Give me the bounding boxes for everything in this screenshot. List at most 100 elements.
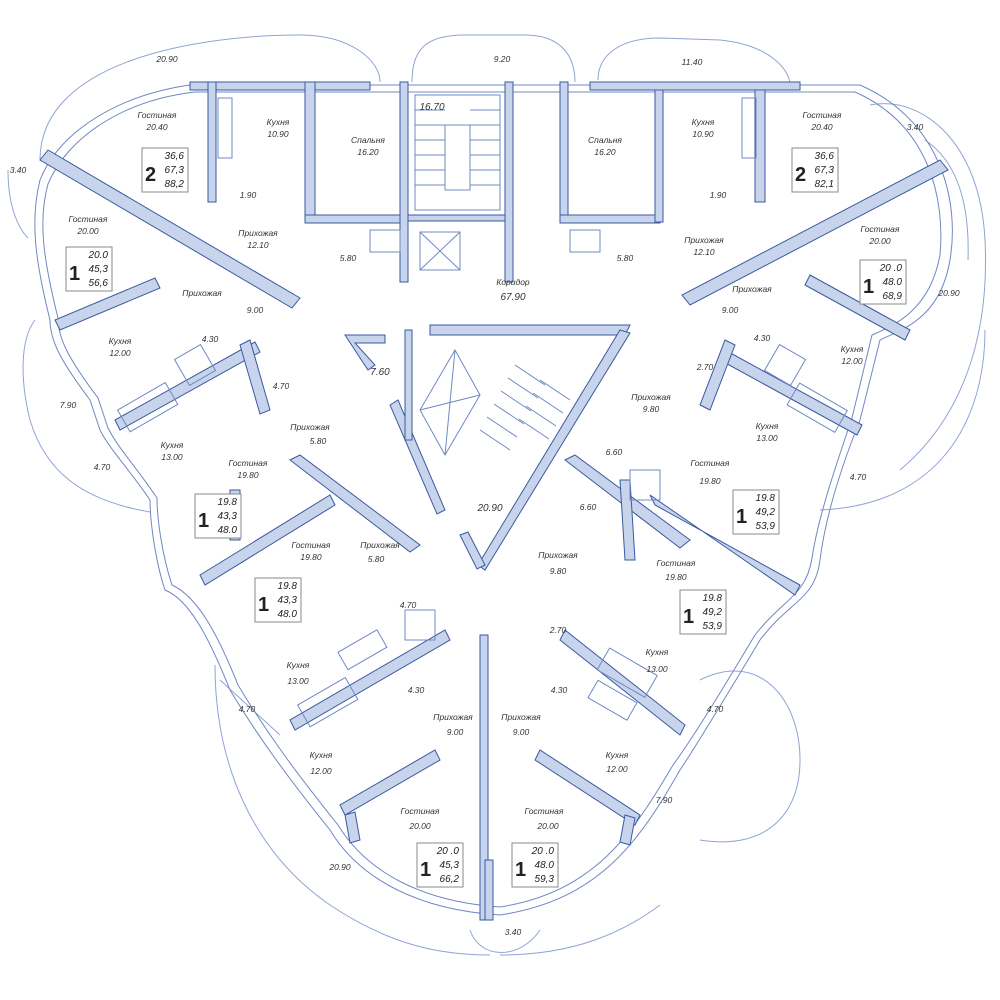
apartment-total-area: 68,9	[883, 291, 903, 302]
apartment-tag-frame	[732, 489, 780, 535]
room-label: Гостиная 19.80	[657, 558, 696, 582]
apartment-usable-area: 43,3	[218, 511, 238, 522]
svg-text:Гостиная: Гостиная	[803, 110, 842, 120]
svg-text:12.10: 12.10	[693, 247, 715, 257]
apartment-living-area: 19.8	[278, 581, 298, 592]
svg-text:12.00: 12.00	[606, 764, 628, 774]
balcony-area: 20.90	[937, 288, 960, 298]
svg-text:Прихожая: Прихожая	[290, 422, 330, 432]
apartment-total-area: 82,1	[815, 179, 834, 190]
svg-text:Гостиная: Гостиная	[657, 558, 696, 568]
svg-text:Прихожая: Прихожая	[684, 235, 724, 245]
walls	[39, 81, 949, 921]
svg-text:Кухня: Кухня	[606, 750, 629, 760]
bath-area: 4.30	[551, 685, 568, 695]
svg-text:20.00: 20.00	[868, 236, 891, 246]
apartment-tag-frame	[416, 842, 464, 888]
apartment-tag: 120 .048.059,3	[511, 842, 559, 888]
bath-area: 1.90	[710, 190, 727, 200]
svg-text:5.80: 5.80	[368, 554, 385, 564]
svg-text:19.80: 19.80	[699, 476, 721, 486]
svg-text:Кухня: Кухня	[310, 750, 333, 760]
svg-text:9.00: 9.00	[247, 305, 264, 315]
svg-text:12.00: 12.00	[310, 766, 332, 776]
svg-text:13.00: 13.00	[287, 676, 309, 686]
apartment-total-area: 53,9	[703, 621, 723, 632]
svg-text:19.80: 19.80	[237, 470, 259, 480]
svg-text:13.00: 13.00	[646, 664, 668, 674]
apartment-room-count: 1	[198, 510, 209, 532]
bath-area: 4.70	[273, 381, 290, 391]
svg-text:9.00: 9.00	[722, 305, 739, 315]
bath-area: 2.70	[696, 362, 714, 372]
svg-text:16.20: 16.20	[594, 147, 616, 157]
room-label: Прихожая 9.00	[182, 288, 263, 315]
bath-area: 4.70	[400, 600, 417, 610]
apartment-tag-frame	[511, 842, 559, 888]
svg-text:13.00: 13.00	[161, 452, 183, 462]
apartment-total-area: 48.0	[218, 525, 238, 536]
apartment-living-area: 19.8	[703, 593, 723, 604]
apartment-total-area: 56,6	[89, 278, 109, 289]
svg-text:9.80: 9.80	[550, 566, 567, 576]
apartment-usable-area: 48.0	[883, 277, 903, 288]
svg-text:Кухня: Кухня	[841, 344, 864, 354]
apartment-tag-frame	[194, 493, 242, 539]
apartment-living-area: 20 .0	[436, 846, 460, 857]
balcony-area: 4.70	[850, 472, 867, 482]
apartment-total-area: 66,2	[440, 874, 460, 885]
balcony-area: 3.40	[505, 927, 522, 937]
balcony-area: 3.40	[907, 122, 924, 132]
balcony-area: 4.70	[239, 704, 256, 714]
svg-text:Прихожая: Прихожая	[501, 712, 541, 722]
bath-area: 6.60	[580, 502, 597, 512]
room-label: Кухня 12.00	[606, 750, 629, 774]
apartment-usable-area: 43,3	[278, 595, 298, 606]
svg-text:12.00: 12.00	[841, 356, 863, 366]
core-stairs	[414, 94, 571, 457]
apartment-tag: 119.843,348.0	[254, 577, 302, 623]
balcony-area: 11.40	[682, 57, 703, 67]
balcony-area: 20.90	[155, 54, 178, 64]
svg-text:Спальня: Спальня	[351, 135, 385, 145]
apartment-total-area: 53,9	[756, 521, 776, 532]
svg-text:Кухня: Кухня	[692, 117, 715, 127]
fixtures	[116, 97, 848, 728]
svg-text:Прихожая: Прихожая	[732, 284, 772, 294]
svg-text:Прихожая: Прихожая	[182, 288, 222, 298]
apartment-tag-frame	[141, 147, 189, 193]
svg-text:9.80: 9.80	[643, 404, 660, 414]
apartment-room-count: 1	[863, 276, 874, 298]
svg-text:Кухня: Кухня	[756, 421, 779, 431]
svg-text:19.80: 19.80	[665, 572, 687, 582]
svg-text:Кухня: Кухня	[267, 117, 290, 127]
corridor-area: 67.90	[500, 292, 525, 303]
svg-text:20.00: 20.00	[76, 226, 99, 236]
balcony-area: 3.40	[10, 165, 27, 175]
svg-text:12.10: 12.10	[247, 240, 269, 250]
apartment-living-area: 19.8	[218, 497, 238, 508]
apartment-room-count: 1	[420, 859, 431, 881]
svg-text:9.00: 9.00	[447, 727, 464, 737]
apartment-total-area: 48.0	[278, 609, 298, 620]
apartment-total-area: 59,3	[535, 874, 555, 885]
svg-text:Гостиная: Гостиная	[69, 214, 108, 224]
small-area-labels: 1.90 1.90 5.80 5.80 4.30 4.30 4.70 2.70 …	[202, 190, 771, 695]
apartment-tag: 120.045,356,6	[65, 246, 113, 292]
bath-area: 4.30	[202, 334, 219, 344]
apartment-room-count: 1	[683, 606, 694, 628]
balcony-area: 9.20	[494, 54, 511, 64]
core-labels: 16.70 Коридор 67.90 7.60 20.90	[370, 102, 530, 514]
apartment-tag-frame	[65, 246, 113, 292]
